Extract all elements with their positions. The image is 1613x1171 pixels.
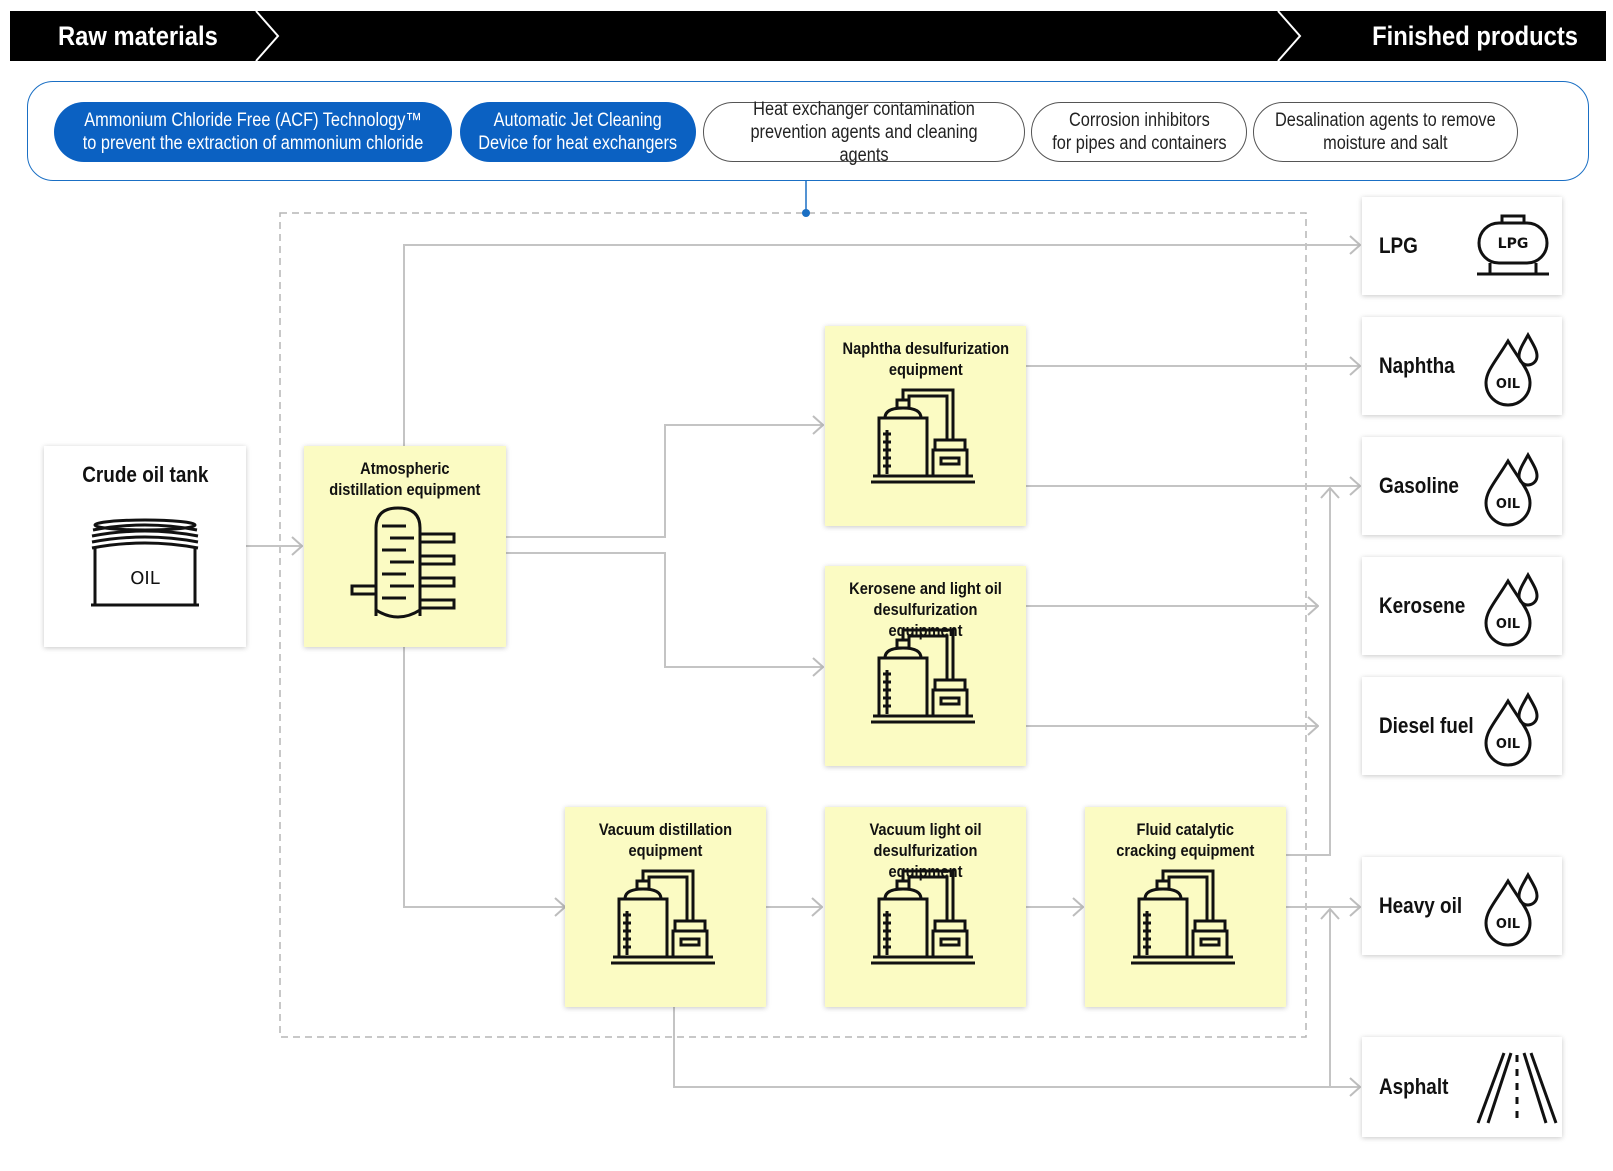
product-lpg[interactable]: LPG LPG (1362, 197, 1562, 295)
oil-drop-icon: OIL (1484, 331, 1539, 407)
product-label: Gasoline (1379, 473, 1459, 498)
oil-drop-icon: OIL (1484, 871, 1539, 947)
product-label: Kerosene (1379, 593, 1466, 618)
oil-drop-icon: OIL (1484, 571, 1539, 647)
raw-materials-title: Raw materials (58, 21, 218, 51)
vacuum-distillation-box[interactable]: Vacuum distillation equipment (565, 807, 766, 1007)
tech-pill-label: Heat exchanger contamination prevention … (750, 98, 978, 166)
connector-dot (802, 209, 810, 217)
oil-text: OIL (1496, 617, 1520, 632)
oil-text: OIL (130, 568, 160, 589)
product-naphtha[interactable]: Naphtha OIL (1362, 317, 1562, 415)
oil-text: OIL (1496, 917, 1520, 932)
oil-text: OIL (1496, 377, 1520, 392)
chevron-right-icon (255, 10, 280, 62)
desulfurization-unit-icon (871, 388, 975, 484)
product-label: Diesel fuel (1379, 713, 1474, 738)
equipment-title: Atmospheric distillation equipment (329, 459, 481, 499)
product-label: Heavy oil (1379, 893, 1463, 918)
oil-text: OIL (1496, 737, 1520, 752)
tech-pill-contamination-prevention[interactable]: Heat exchanger contamination prevention … (703, 99, 1025, 166)
distillation-column-icon (350, 506, 456, 619)
product-kerosene[interactable]: Kerosene OIL (1362, 557, 1562, 655)
road-icon (1476, 1052, 1558, 1124)
header-bar: Raw materials Finished products (10, 10, 1606, 62)
product-gasoline[interactable]: Gasoline OIL (1362, 437, 1562, 535)
equipment-title: Naphtha desulfurization equipment (842, 339, 1009, 379)
product-label: Naphtha (1379, 353, 1455, 378)
desulfurization-unit-icon (871, 628, 975, 724)
refinery-boundary (279, 212, 1307, 1038)
atmospheric-distillation-box[interactable]: Atmospheric distillation equipment (304, 446, 506, 647)
product-label: LPG (1379, 233, 1418, 258)
product-heavy-oil[interactable]: Heavy oil OIL (1362, 857, 1562, 955)
product-asphalt[interactable]: Asphalt (1362, 1037, 1562, 1137)
distillation-unit-icon (611, 869, 715, 965)
oil-drop-icon: OIL (1484, 691, 1539, 767)
tech-pill-acf[interactable]: Ammonium Chloride Free (ACF) Technology™… (54, 102, 452, 162)
lpg-text: LPG (1498, 236, 1529, 252)
chevron-right-icon (1277, 10, 1302, 62)
tech-pill-label: Corrosion inhibitors for pipes and conta… (1051, 110, 1227, 154)
oil-tank-icon: OIL (91, 518, 199, 607)
tech-pill-label: Ammonium Chloride Free (ACF) Technology™… (82, 110, 424, 154)
equipment-title: Fluid catalytic cracking equipment (1116, 820, 1255, 860)
crude-oil-tank-box[interactable]: Crude oil tank OIL (44, 446, 246, 647)
tech-pill-label: Automatic Jet Cleaning Device for heat e… (478, 110, 678, 154)
tech-pill-jet-cleaning[interactable]: Automatic Jet Cleaning Device for heat e… (460, 102, 696, 162)
finished-products-title: Finished products (1372, 21, 1578, 51)
crude-oil-tank-title: Crude oil tank (81, 462, 209, 487)
equipment-title: Kerosene and light oil desulfurization e… (849, 579, 1002, 640)
desulfurization-unit-icon (871, 869, 975, 965)
oil-text: OIL (1496, 497, 1520, 512)
oil-drop-icon: OIL (1484, 451, 1539, 527)
tech-pill-desalination[interactable]: Desalination agents to remove moisture a… (1253, 102, 1518, 162)
tech-pill-corrosion-inhibitors[interactable]: Corrosion inhibitors for pipes and conta… (1031, 102, 1247, 162)
kerosene-desulfurization-box[interactable]: Kerosene and light oil desulfurization e… (825, 566, 1026, 766)
product-diesel-fuel[interactable]: Diesel fuel OIL (1362, 677, 1562, 775)
cracking-unit-icon (1131, 869, 1235, 965)
naphtha-desulfurization-box[interactable]: Naphtha desulfurization equipment (825, 326, 1026, 526)
tech-pill-label: Desalination agents to remove moisture a… (1275, 110, 1496, 154)
equipment-title: Vacuum distillation equipment (598, 820, 733, 860)
product-label: Asphalt (1379, 1074, 1449, 1099)
fluid-catalytic-cracking-box[interactable]: Fluid catalytic cracking equipment (1085, 807, 1286, 1007)
lpg-tank-icon: LPG (1477, 214, 1549, 276)
vacuum-light-oil-desulfurization-box[interactable]: Vacuum light oil desulfurization equipme… (825, 807, 1026, 1007)
technology-panel: Ammonium Chloride Free (ACF) Technology™… (27, 81, 1589, 181)
